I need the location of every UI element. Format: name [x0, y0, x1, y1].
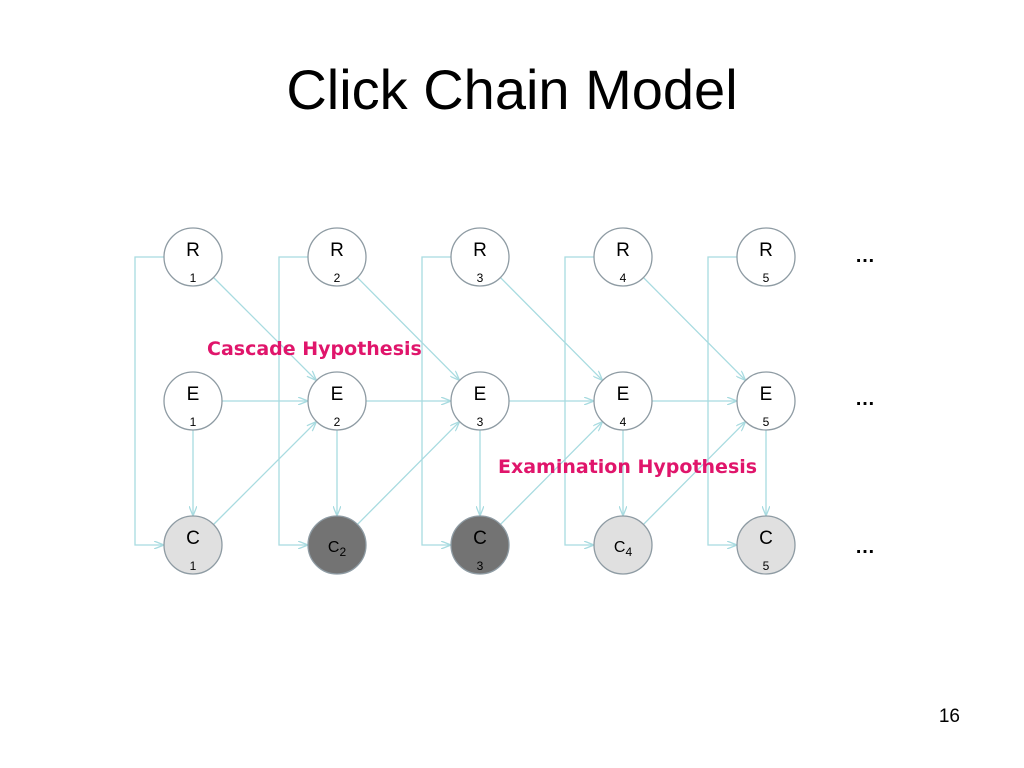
node-e3: E3: [450, 371, 510, 431]
node-letter: E: [474, 384, 487, 405]
node-r1: R1: [163, 227, 223, 287]
node-letter: E: [760, 384, 773, 405]
node-subscript: 2: [339, 545, 346, 559]
node-subscript: 5: [763, 559, 770, 573]
node-letter: C: [328, 539, 340, 556]
slide-title: Click Chain Model: [286, 58, 738, 121]
node-c4: C4: [593, 515, 653, 575]
node-subscript: 1: [190, 559, 197, 573]
edge-c3-e4: [499, 422, 601, 525]
node-c2: C2: [307, 515, 367, 575]
node-circle: [736, 227, 796, 287]
node-subscript: 5: [763, 271, 770, 285]
node-label: C2: [328, 539, 347, 559]
node-subscript: 1: [190, 271, 197, 285]
node-circle: [307, 515, 367, 575]
node-letter: E: [617, 384, 630, 405]
edge-c2-e3: [356, 422, 458, 525]
edge-r4-c4: [564, 256, 594, 545]
node-circle: [450, 515, 510, 575]
node-circle: [736, 371, 796, 431]
cascade-hypothesis-label: Cascade Hypothesis: [207, 338, 422, 360]
node-subscript: 3: [477, 271, 484, 285]
edge-r5-c5: [707, 256, 737, 545]
page-number: 16: [938, 706, 960, 727]
node-subscript: 4: [625, 545, 632, 559]
edge-c4-e5: [642, 422, 744, 525]
ellipsis-row-e: …: [855, 388, 875, 410]
node-subscript: 1: [190, 415, 197, 429]
node-e2: E2: [307, 371, 367, 431]
node-label: C4: [614, 539, 633, 559]
node-subscript: 3: [477, 559, 484, 573]
node-e4: E4: [593, 371, 653, 431]
node-r5: R5: [736, 227, 796, 287]
node-letter: C: [473, 528, 487, 549]
node-letter: E: [187, 384, 200, 405]
node-c3: C3: [450, 515, 510, 575]
node-circle: [450, 371, 510, 431]
node-circle: [593, 515, 653, 575]
node-r3: R3: [450, 227, 510, 287]
node-circle: [736, 515, 796, 575]
edge-r4-e5: [642, 277, 744, 380]
node-subscript: 4: [620, 271, 627, 285]
node-letter: R: [330, 240, 344, 261]
node-letter: R: [759, 240, 773, 261]
ellipsis-row-c: …: [855, 536, 875, 558]
node-e5: E5: [736, 371, 796, 431]
edge-c1-e2: [213, 422, 316, 525]
edges-layer: [134, 256, 766, 545]
node-letter: R: [186, 240, 200, 261]
node-subscript: 2: [334, 271, 341, 285]
edge-r3-e4: [499, 277, 601, 380]
node-subscript: 4: [620, 415, 627, 429]
node-r4: R4: [593, 227, 653, 287]
node-circle: [307, 227, 367, 287]
edge-r3-c3: [421, 256, 451, 545]
examination-hypothesis-label: Examination Hypothesis: [498, 456, 757, 478]
node-letter: C: [759, 528, 773, 549]
node-subscript: 3: [477, 415, 484, 429]
node-c5: C5: [736, 515, 796, 575]
node-letter: R: [616, 240, 630, 261]
node-subscript: 5: [763, 415, 770, 429]
node-circle: [163, 515, 223, 575]
node-circle: [593, 371, 653, 431]
ellipsis-row-r: …: [855, 245, 875, 267]
node-letter: C: [186, 528, 200, 549]
node-letter: R: [473, 240, 487, 261]
edge-r2-e3: [356, 277, 458, 380]
edge-r1-e2: [213, 277, 316, 380]
node-letter: C: [614, 539, 626, 556]
edge-r1-c1: [134, 256, 164, 545]
node-e1: E1: [163, 371, 223, 431]
node-circle: [307, 371, 367, 431]
node-circle: [163, 227, 223, 287]
edge-r2-c2: [278, 256, 308, 545]
node-circle: [450, 227, 510, 287]
node-c1: C1: [163, 515, 223, 575]
node-circle: [593, 227, 653, 287]
node-r2: R2: [307, 227, 367, 287]
node-circle: [163, 371, 223, 431]
node-subscript: 2: [334, 415, 341, 429]
node-letter: E: [331, 384, 344, 405]
